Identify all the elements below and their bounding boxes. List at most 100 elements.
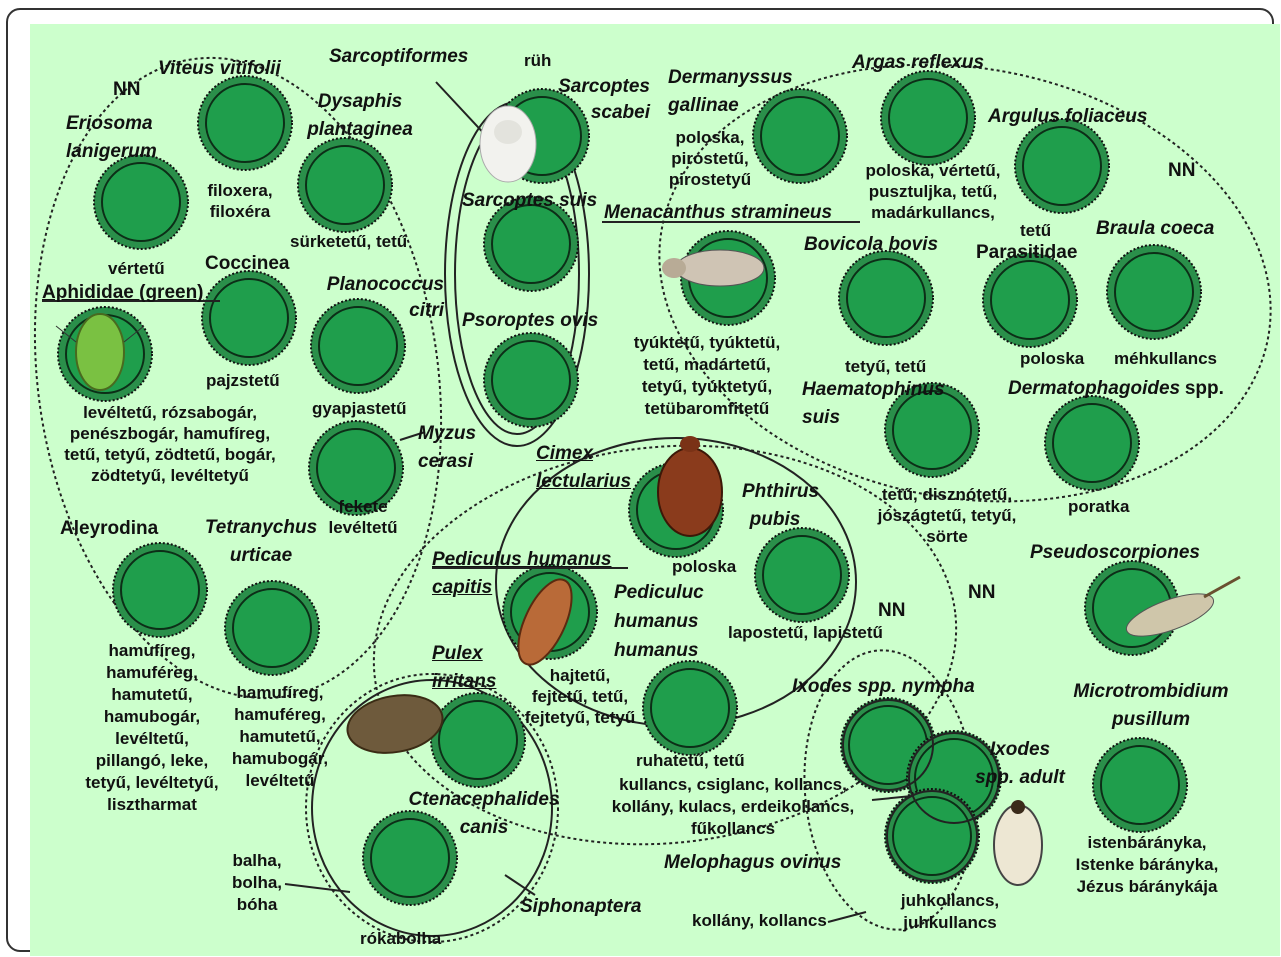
sarcoptes-scabei-label: Sarcoptes scabei <box>558 76 650 123</box>
aphididae-label: Aphididae (green) <box>42 282 204 303</box>
microtrombidium-common-names: istenbárányka, Istenke bárányka, Jézus b… <box>1075 833 1219 896</box>
aphid-image <box>55 313 145 391</box>
haematophinus-circle <box>884 382 980 478</box>
ixodes-overlap-rings <box>842 699 1000 882</box>
group-siphonaptera-inner <box>311 679 553 937</box>
melophagus-common-names: kollány, kollancs <box>692 911 827 930</box>
argulus-common-name: tetű <box>1020 221 1052 240</box>
melophagus-circle <box>884 788 980 884</box>
filoxera-label: filoxera, filoxéra <box>207 181 273 221</box>
ixodes-adult-label: Ixodes spp. adult <box>975 739 1065 788</box>
haematophinus-label: Haematophinus suis <box>802 379 945 428</box>
ixodes-common-names: kullancs, csiglanc, kollancs, kollány, k… <box>611 775 855 838</box>
dermanyssus-label: Dermanyssus gallinae <box>668 67 793 116</box>
viteus-circle <box>197 75 293 171</box>
bovicola-circle <box>838 250 934 346</box>
pediculuc-humanus-common-names: ruhatetű, tetű <box>636 751 745 770</box>
microtrombidium-label: Microtrombidium pusillum <box>1073 681 1229 730</box>
phthirus-label: Phthirus pubis <box>742 481 820 530</box>
group-bird-pests <box>658 63 1272 503</box>
flea-image <box>346 694 444 754</box>
aleyrodina-label: Aleyrodina <box>60 518 159 539</box>
planococcus-common-name: gyapjastetű <box>312 399 407 418</box>
myzus-common-name: fekete levéltetű <box>328 497 398 537</box>
argas-common-names: poloska, vértetű, pusztuljka, tetű, madá… <box>865 161 1001 222</box>
planococcus-label: Planococcus citri <box>326 274 444 321</box>
dermanyssus-common-names: poloska, pirostetű, pirostetyű <box>668 128 752 189</box>
psoroptes-circle <box>483 332 579 428</box>
eriosoma-label: Eriosoma lanigerum <box>66 113 157 162</box>
group-siphonaptera-outer <box>305 673 559 943</box>
sarcoptes-suis-label: Sarcoptes suis <box>462 190 598 211</box>
sarcoptes-suis-circle <box>483 196 579 292</box>
ctenocephalides-common-name: rókabolha <box>360 929 442 948</box>
myzus-label: Myzus cerasi <box>418 423 477 472</box>
sarcoptes-mite-image <box>479 105 537 183</box>
dermanyssus-circle <box>752 88 848 184</box>
argulus-circle <box>1014 118 1110 214</box>
dermatophagoides-common-name: poratka <box>1068 497 1130 516</box>
organism-illustrations <box>55 105 1241 886</box>
pediculus-capitis-common-names: hajtetű, fejtetű, tetű, fejtetyű, tetyű <box>524 666 636 727</box>
tetranychus-label: Tetranychus urticae <box>204 517 318 566</box>
planococcus-circle <box>310 298 406 394</box>
siphonaptera-label: Siphonaptera <box>520 896 642 917</box>
ctenocephalides-label: Ctenacephalides canis <box>408 789 560 838</box>
dermatophagoides-label: Dermatophagoides <box>1008 378 1181 399</box>
psoroptes-label: Psoroptes ovis <box>462 310 599 331</box>
sarcoptiformes-label: Sarcoptiformes <box>329 46 469 67</box>
myzus-circle <box>308 420 404 516</box>
braula-label: Braula coeca <box>1096 218 1215 239</box>
ixodes-nympha-label: Ixodes spp. nympha <box>792 676 975 697</box>
dysaphis-common-names: sürketetű, tetű <box>290 232 408 251</box>
tick-adult-image <box>993 800 1043 886</box>
dysaphis-label: Dysaphis plantaginea <box>307 91 413 140</box>
pediculus-capitis-label: Pediculus humanus capitis <box>432 549 612 598</box>
coccinea-label: Coccinea <box>205 253 290 274</box>
pulex-label: Pulex irritans <box>432 643 497 692</box>
melophagus-label: Melophagus ovinus <box>664 852 842 873</box>
siphonaptera-common-names: balha, bolha, bóha <box>231 851 283 914</box>
group-plant-pests <box>33 56 443 700</box>
headlouse-image <box>517 578 573 666</box>
argulus-label: Argulus foliaceus <box>988 106 1148 127</box>
coccinea-circle <box>201 270 297 366</box>
coccinea-common-name: pajzstetű <box>206 371 280 390</box>
eriosoma-common-name: vértetű <box>108 259 165 278</box>
pediculuc-humanus-circle <box>642 660 738 756</box>
phthirus-circle <box>754 527 850 623</box>
phthirus-common-names: lapostetű, lapistetű <box>728 623 883 642</box>
braula-circle <box>1106 244 1202 340</box>
argas-label: Argas reflexus <box>852 52 985 73</box>
parasitidae-common-name: poloska <box>1020 349 1085 368</box>
dermatophagoides-circle <box>1044 395 1140 491</box>
bovicola-common-names: tetyű, tetű <box>845 357 927 376</box>
group-human-parasites <box>372 444 958 846</box>
dysaphis-circle <box>297 137 393 233</box>
menacanthus-label: Menacanthus stramineus <box>604 202 833 223</box>
nn-label-topright: NN <box>1168 160 1196 181</box>
bovicola-label: Bovicola bovis <box>804 234 939 255</box>
aphididae-common-names: levéltetű, rózsabogár, penészbogár, hamu… <box>64 403 276 485</box>
cimex-label: Cimex lectularius <box>536 443 632 492</box>
nn-label-topleft: NN <box>113 79 141 100</box>
aleyrodina-circle <box>112 542 208 638</box>
dermatophagoides-spp: spp. <box>1184 378 1224 399</box>
nn-label-middle: NN <box>878 600 906 621</box>
ruh-label: rüh <box>524 51 552 70</box>
pseudoscorpion-image <box>1125 575 1241 637</box>
cimex-common-name: poloska <box>672 557 737 576</box>
pointer-lines <box>42 81 913 923</box>
argas-circle <box>880 70 976 166</box>
eriosoma-circle <box>93 154 189 250</box>
pseudoscorpiones-label: Pseudoscorpiones <box>1030 542 1200 563</box>
tetranychus-common-names: hamufíreg, hamuféreg, hamutetű, hamubogá… <box>231 683 329 790</box>
bedbug-image <box>657 436 723 537</box>
ixodes-adult-common-names: juhkollancs, juhkullancs <box>900 891 1000 932</box>
viteus-label: Viteus vitifolii <box>158 58 281 79</box>
tetranychus-circle <box>224 580 320 676</box>
braula-common-name: méhkullancs <box>1114 349 1217 368</box>
haematophinus-common-names: tetű, disznótetű, jószágtetű, tetyű, sör… <box>877 485 1017 546</box>
parasitidae-circle <box>982 252 1078 348</box>
